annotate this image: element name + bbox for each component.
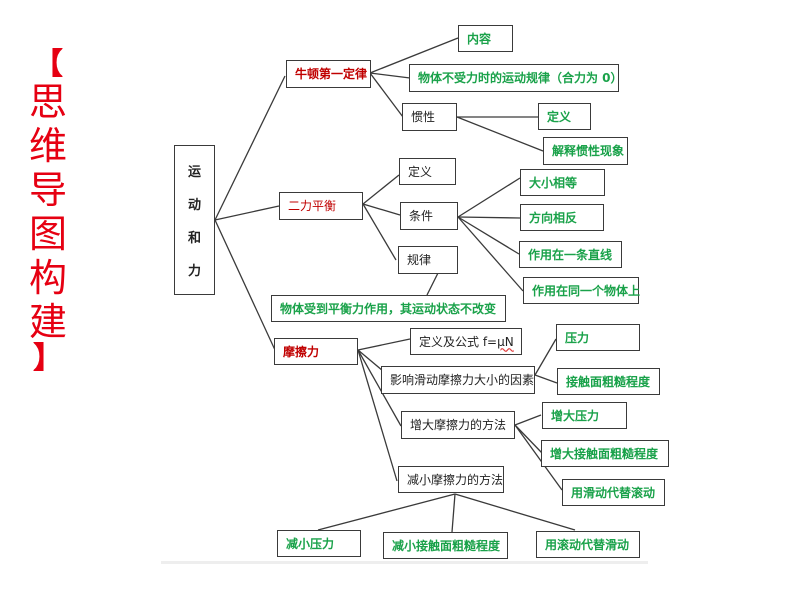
node-condition-same-line: 作用在一条直线 [519, 241, 622, 268]
connector-dec-1 [317, 493, 456, 531]
node-condition-equal-magnitude: 大小相等 [520, 169, 605, 196]
connector-newton-law [369, 72, 411, 79]
connector-dec-3 [454, 493, 576, 531]
connector-balance-cond [362, 203, 401, 216]
node-decrease-pressure: 减小压力 [277, 530, 361, 557]
connector-balance-rule [362, 203, 397, 261]
connector-cond-3 [457, 216, 520, 255]
connector-cond-2 [457, 216, 521, 219]
node-condition-same-object: 作用在同一个物体上 [523, 277, 640, 304]
title-char: 思 [28, 80, 67, 124]
connector-root-balance [214, 205, 280, 221]
node-friction: 摩擦力 [274, 338, 358, 365]
connector-root-friction [214, 219, 276, 351]
connector-inertia-explain [456, 116, 544, 152]
connector-cond-4 [457, 216, 524, 292]
connector-newton-content [369, 37, 459, 74]
node-newton-content: 内容 [458, 25, 513, 52]
connector-factor-2 [534, 374, 558, 384]
connector-cond-1 [457, 177, 521, 218]
formula-prefix: 定义及公式 f= [419, 334, 498, 349]
connector-rule-text [426, 272, 439, 296]
node-newton-law: 物体不受力时的运动规律（合力为 0） [409, 64, 623, 92]
node-newton-first-law: 牛顿第一定律 [286, 60, 371, 88]
bottom-divider [161, 561, 648, 564]
connector-inc-1 [514, 414, 542, 426]
node-inertia-explain: 解释惯性现象 [543, 137, 628, 165]
node-inertia-definition: 定义 [538, 103, 591, 130]
root-char: 运 [187, 165, 201, 180]
node-friction-increase: 增大摩擦力的方法 [401, 411, 515, 439]
connector-inc-3 [514, 424, 563, 491]
node-inertia: 惯性 [402, 103, 457, 131]
node-two-force-balance: 二力平衡 [279, 192, 363, 220]
title-char: 构 [28, 256, 67, 300]
root-char: 动 [187, 198, 201, 213]
connector-newton-inertia [369, 72, 404, 118]
connector-root-newton [214, 75, 286, 221]
title-close-bracket: 】 [33, 341, 63, 376]
connector-friction-factors [357, 349, 384, 372]
node-increase-sliding-for-rolling: 用滑动代替滚动 [562, 479, 665, 506]
title-char: 维 [28, 124, 67, 168]
title-char: 导 [28, 168, 67, 212]
title-char: 建 [28, 300, 67, 344]
node-friction-decrease: 减小摩擦力的方法 [398, 466, 504, 493]
node-balance-rule: 规律 [398, 246, 458, 274]
connector-friction-formula [357, 338, 411, 351]
connector-balance-def [362, 174, 400, 205]
node-factor-pressure: 压力 [556, 324, 640, 351]
node-condition-opposite-direction: 方向相反 [520, 204, 604, 231]
connector-inc-2 [514, 424, 543, 454]
node-increase-roughness: 增大接触面粗糙程度 [541, 440, 669, 467]
root-char: 力 [187, 264, 201, 279]
node-increase-pressure: 增大压力 [542, 402, 627, 429]
node-balance-definition: 定义 [399, 158, 456, 185]
title-open-bracket: 【 [33, 47, 63, 82]
formula-mu-n: μN [497, 334, 514, 349]
connector-factor-1 [534, 338, 557, 376]
connector-friction-decrease [357, 349, 398, 482]
title-char: 图 [28, 212, 67, 256]
connector-dec-2 [451, 493, 456, 533]
root-node: 运 动 和 力 [174, 145, 215, 295]
node-friction-formula: 定义及公式 f=μN [410, 328, 522, 355]
connector-friction-increase [357, 349, 402, 427]
root-char: 和 [187, 231, 201, 246]
node-balance-condition: 条件 [400, 202, 458, 230]
node-decrease-rolling-for-sliding: 用滚动代替滑动 [536, 531, 640, 558]
side-title: 【 思 维 导 图 构 建 】 [22, 50, 74, 374]
node-balance-rule-text: 物体受到平衡力作用，其运动状态不改变 [271, 295, 506, 322]
node-decrease-roughness: 减小接触面粗糙程度 [383, 532, 508, 559]
node-factor-roughness: 接触面粗糙程度 [557, 368, 660, 395]
node-friction-factors: 影响滑动摩擦力大小的因素 [381, 366, 535, 394]
